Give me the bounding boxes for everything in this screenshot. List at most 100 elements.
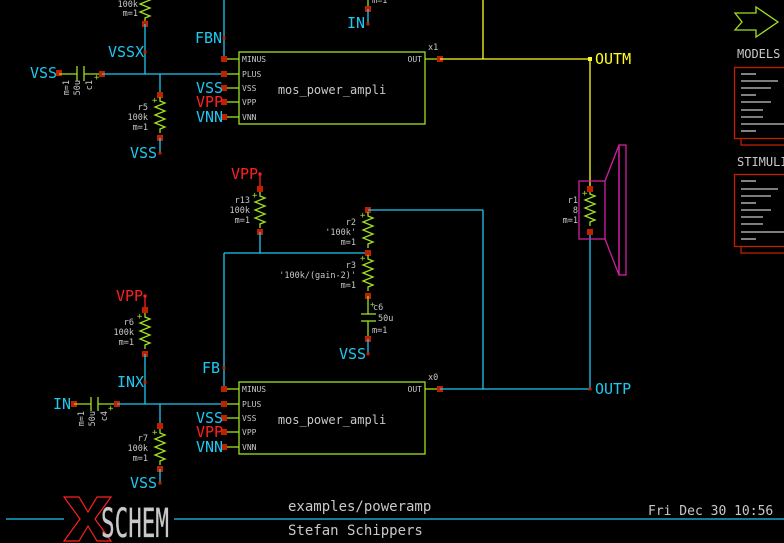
rect-shape — [143, 50, 147, 54]
components-r_top-m: m=1 — [372, 0, 387, 6]
rect-shape — [142, 307, 148, 313]
rect-shape — [157, 423, 163, 429]
net-label-vnn[interactable]: VNN — [196, 108, 223, 126]
stimuli-netlist-block[interactable] — [733, 173, 784, 254]
net-label-outp[interactable]: OUTP — [595, 380, 631, 398]
amp_bottom-pins-0: MINUS — [242, 385, 266, 394]
cell-name: mos_power_ampli — [278, 83, 386, 97]
components-c4-value: 50u — [88, 411, 98, 426]
xschem-logo: SCHEM — [62, 496, 169, 543]
net-label-vss[interactable]: VSS — [130, 474, 157, 492]
components-c6-m: m=1 — [372, 326, 387, 336]
components-r1-m: m=1 — [563, 216, 578, 226]
models-label: MODELS — [737, 47, 780, 61]
stimuli-label: STIMULI — [737, 155, 784, 169]
rect-shape — [365, 250, 371, 256]
rect-shape — [222, 366, 226, 370]
top-left-network: 100k m=1 VSSX VSS + m=1 50u c1 r5 100k m… — [30, 0, 224, 162]
resistor-r2[interactable] — [359, 210, 374, 249]
net-label-vss[interactable]: VSS — [339, 345, 366, 363]
net-label-vssx[interactable]: VSSX — [108, 43, 144, 61]
components-r6-m: m=1 — [119, 338, 134, 348]
resistor-r6[interactable] — [136, 311, 151, 350]
rect-shape — [222, 36, 226, 40]
net-label-vss[interactable]: VSS — [196, 409, 223, 427]
models-netlist-block[interactable] — [733, 66, 784, 146]
components-r1-name: r1 — [568, 196, 578, 206]
amp_bottom-out_pin: OUT — [408, 385, 423, 394]
rect-shape — [221, 56, 227, 62]
rect-shape — [158, 151, 162, 155]
rect-shape — [143, 380, 147, 384]
net-label-vpp[interactable]: VPP — [196, 423, 223, 441]
components-c6-value: 50u — [378, 314, 393, 324]
net-label-vpp[interactable]: VPP — [196, 93, 223, 111]
amp_bottom-pins-1: PLUS — [242, 400, 261, 409]
amp_top-pins-0: MINUS — [242, 55, 266, 64]
resistor-value: 100k — [118, 0, 138, 10]
capacitor-c1[interactable]: + — [59, 66, 102, 83]
amplifier-x0[interactable]: x0 mos_power_ampli MINUS PLUS VSS VPP VN… — [221, 373, 443, 455]
resistor-r3[interactable] — [359, 253, 374, 292]
resistor-top-partial[interactable] — [136, 0, 151, 23]
text-shape: SCHEM — [101, 501, 169, 543]
components-r7-value: 100k — [128, 444, 148, 454]
amplifier-x1[interactable]: x1 mos_power_ampli MINUS PLUS VSS VPP VN… — [221, 43, 443, 125]
amp_top-pins-3: VPP — [242, 98, 257, 107]
net-label-vss[interactable]: VSS — [30, 64, 57, 82]
resistor-r7[interactable] — [151, 427, 166, 466]
components-r5-value: 100k — [128, 113, 148, 123]
amp_bottom-instance: x0 — [428, 373, 438, 383]
net-label-outm[interactable]: OUTM — [595, 50, 631, 68]
date: Fri Dec 30 10:56 — [648, 504, 773, 519]
components-r5-name: r5 — [138, 103, 148, 113]
net-label-in[interactable]: IN — [53, 395, 71, 413]
rect-shape — [158, 481, 162, 485]
launcher-arrow-icon[interactable] — [733, 5, 780, 39]
resistor-m: m=1 — [123, 9, 138, 19]
rect-shape — [578, 180, 606, 240]
g-shape — [741, 73, 784, 132]
resistor-r13[interactable] — [251, 190, 266, 229]
rect-shape — [221, 401, 227, 407]
net-label-inx[interactable]: INX — [117, 373, 144, 391]
components-r7-m: m=1 — [133, 454, 148, 464]
rect-shape — [221, 114, 227, 120]
components-r13-value: 100k — [230, 206, 250, 216]
instance-name: x1 — [428, 43, 438, 53]
capacitor-c4[interactable]: + — [74, 397, 117, 414]
components-r5-m: m=1 — [133, 123, 148, 133]
rect-shape — [221, 415, 227, 421]
rect-shape — [257, 186, 263, 192]
net-label-vss[interactable]: VSS — [130, 144, 157, 162]
rect-shape — [366, 22, 370, 26]
net-label-vpp[interactable]: VPP — [231, 165, 258, 183]
components-c4-name: c4 — [100, 411, 110, 421]
rect-shape — [588, 387, 592, 391]
components-c6-name: c6 — [373, 303, 383, 313]
resistor-r5[interactable] — [151, 95, 166, 134]
components-r13-name: r13 — [235, 196, 250, 206]
net-label-vpp[interactable]: VPP — [116, 287, 143, 305]
c1-m: m=1 — [62, 80, 72, 95]
rect-shape — [56, 70, 62, 76]
net-label-in[interactable]: IN — [347, 14, 365, 32]
net-label-fb[interactable]: FB — [202, 359, 220, 377]
g-shape — [741, 180, 784, 240]
components-r3-value: '100k/(gain-2)' — [279, 271, 356, 281]
components-r2-value: '100k' — [325, 228, 356, 238]
capacitor-c6[interactable]: + — [361, 296, 376, 339]
amp_bottom-pins-3: VPP — [242, 428, 257, 437]
amp_top-pins-4: VNN — [242, 113, 257, 122]
rect-shape — [587, 229, 593, 235]
amp_top-out_pin: OUT — [408, 55, 423, 64]
polygon-shape — [62, 496, 113, 542]
rect-shape — [587, 186, 593, 192]
net-label-fbn[interactable]: FBN — [195, 29, 222, 47]
speaker-r1[interactable] — [578, 144, 627, 276]
amp_top-pins-1: PLUS — [242, 70, 261, 79]
net-label-vnn[interactable]: VNN — [196, 438, 223, 456]
components-c4-m: m=1 — [77, 411, 87, 426]
net-label-vss[interactable]: VSS — [196, 79, 223, 97]
